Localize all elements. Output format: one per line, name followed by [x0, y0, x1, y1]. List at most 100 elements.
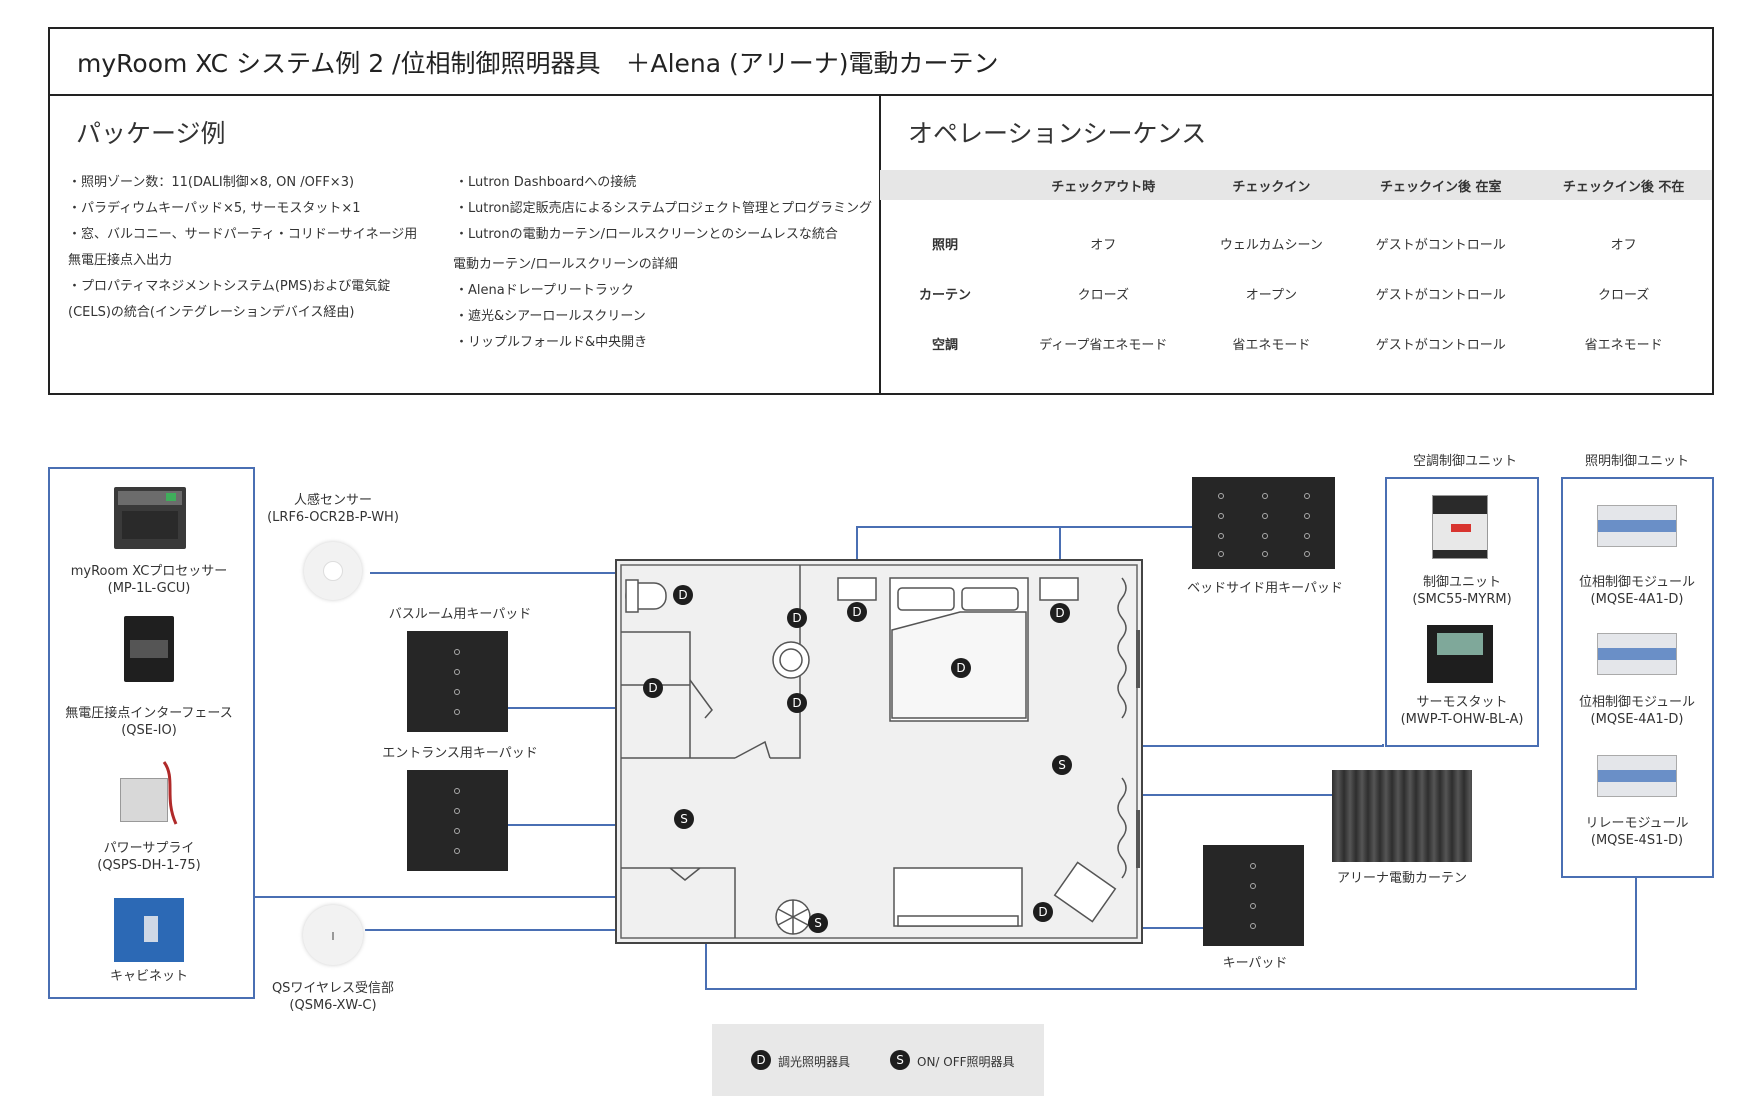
pillow-right: [961, 587, 1019, 611]
table-cell: クローズ: [1597, 287, 1650, 303]
table-row: 照明 オフ ウェルカムシーン ゲストがコントロール オフ: [880, 200, 1712, 268]
sensor-icon: [304, 542, 362, 600]
control-unit-image: [1432, 495, 1488, 559]
entrance-keypad-label: エントランス用キーパッド: [382, 746, 538, 761]
bath-keypad-label: バスルーム用キーパッド: [388, 607, 532, 622]
keypad-button-icon: [1250, 903, 1256, 909]
processor-image: [114, 487, 186, 549]
keypad-button-icon: [1262, 513, 1268, 519]
sofa-seat: [897, 915, 1019, 927]
switch-badge: S: [808, 913, 828, 933]
closet-wall: [621, 867, 736, 938]
dimmer-badge: D: [673, 585, 693, 605]
keypad-button-icon: [454, 689, 460, 695]
entrance-door: [734, 740, 771, 759]
phase-module-1-image: [1597, 505, 1677, 547]
wireless-model: (QSM6-XW-C): [289, 998, 377, 1013]
table-cell: オフ: [1610, 237, 1637, 253]
fan-blades: [777, 900, 809, 934]
keypad-button-icon: [454, 808, 460, 814]
wireless-receiver-icon: [303, 905, 363, 965]
detail-title: 電動カーテン/ロールスクリーンの詳細: [453, 257, 678, 272]
list-item: (CELS)の統合(インテグレーションデバイス経由): [68, 305, 355, 320]
nightstand-right: [1039, 577, 1079, 601]
wire-bedside: [856, 526, 1061, 588]
table-row-header: 空調: [931, 337, 958, 353]
hvac-group-box: [1385, 477, 1539, 747]
keypad-button-icon: [454, 709, 460, 715]
operation-title: オペレーションシーケンス: [908, 119, 1207, 148]
keypad-button-icon: [1250, 863, 1256, 869]
table-cell: ウェルカムシーン: [1219, 237, 1323, 253]
curtain-label: アリーナ電動カーテン: [1336, 871, 1468, 886]
keypad-button-icon: [1304, 551, 1310, 557]
window-left: [1136, 630, 1140, 688]
table-cell: ゲストがコントロール: [1375, 287, 1506, 303]
power-model: (QSPS-DH-1-75): [97, 858, 201, 873]
wire-lighting: [705, 878, 1637, 990]
relay-module-image: [1597, 755, 1677, 797]
table-row: 空調 ディープ省エネモード 省エネモード ゲストがコントロール 省エネモード: [880, 318, 1712, 368]
dimmer-badge: D: [951, 658, 971, 678]
switch-badge: S: [674, 809, 694, 829]
table-header-cell: チェックイン後 不在: [1535, 170, 1712, 200]
interface-image: [124, 616, 174, 682]
dimmer-badge: D: [787, 693, 807, 713]
curtain-wave-upper: [1117, 577, 1127, 719]
processor-label: myRoom XCプロセッサー (MP-1L-GCU): [71, 563, 228, 597]
floor-plan: [615, 559, 1143, 944]
room-inner: [620, 564, 1138, 939]
keypad-button-icon: [454, 788, 460, 794]
table-header-cell: チェックイン後 在室: [1346, 170, 1536, 200]
table-cell: 省エネモード: [1584, 337, 1663, 353]
legend-dimmer-label: 調光照明器具: [778, 1055, 851, 1069]
processor-model: (MP-1L-GCU): [107, 581, 191, 596]
table-cell: ゲストがコントロール: [1375, 237, 1506, 253]
operation-table: チェックアウト時 チェックイン チェックイン後 在室 チェックイン後 不在 照明…: [880, 170, 1712, 368]
switch-badge: S: [1052, 755, 1072, 775]
hvac-group-title: 空調制御ユニット: [1412, 454, 1518, 469]
sensor-model: (LRF6-OCR2B-P-WH): [267, 510, 399, 525]
phase-module-2-name: 位相制御モジュール: [1578, 695, 1696, 710]
package-title: パッケージ例: [76, 119, 226, 148]
table-header-cell: [880, 170, 1010, 200]
controller-group-box: [48, 467, 255, 999]
list-item: 無電圧接点入出力: [68, 253, 173, 268]
dimmer-badge: D: [1033, 902, 1053, 922]
cabinet-label: キャビネット: [109, 969, 189, 984]
curtain-wave-lower: [1117, 777, 1127, 879]
curtain-image: [1332, 770, 1472, 862]
keypad-button-icon: [1304, 533, 1310, 539]
cabinet-image: [114, 898, 184, 962]
control-unit-model: (SMC55-MYRM): [1412, 592, 1512, 607]
list-item: ・窓、バルコニー、サードパーティ・コリドーサイネージ用: [68, 227, 418, 242]
table-cell: オフ: [1090, 237, 1117, 253]
wireless-label: QSワイヤレス受信部 (QSM6-XW-C): [272, 980, 394, 1014]
processor-name: myRoom XCプロセッサー: [70, 564, 228, 579]
lighting-group-title: 照明制御ユニット: [1584, 454, 1690, 469]
power-name: パワーサプライ: [103, 841, 195, 856]
panel-divider: [879, 95, 881, 395]
table-cell: 省エネモード: [1232, 337, 1311, 353]
bedside-keypad: [1192, 477, 1335, 569]
relay-module-model: (MQSE-4S1-D): [1590, 833, 1684, 848]
keypad-button-icon: [1218, 513, 1224, 519]
legend-dimmer-badge: D: [751, 1050, 771, 1070]
bath-keypad: [407, 631, 508, 732]
lighting-group-box: [1561, 477, 1714, 878]
table-row: カーテン クローズ オープン ゲストがコントロール クローズ: [880, 268, 1712, 318]
toilet-tank: [625, 579, 639, 613]
thermostat-model: (MWP-T-OHW-BL-A): [1400, 712, 1524, 727]
thermostat-image: [1427, 625, 1493, 683]
control-unit-name: 制御ユニット: [1422, 575, 1502, 590]
nightstand-left: [837, 577, 877, 601]
bath-door: [689, 679, 713, 719]
relay-module-name: リレーモジュール: [1585, 816, 1689, 831]
phase-module-2-label: 位相制御モジュール (MQSE-4A1-D): [1579, 694, 1695, 728]
keypad-button-icon: [454, 669, 460, 675]
keypad-button-icon: [1262, 533, 1268, 539]
interface-label: 無電圧接点インターフェース (QSE-IO): [65, 705, 233, 739]
bathroom-wall: [621, 565, 801, 759]
list-item: ・照明ゾーン数：11(DALI制御×8, ON /OFF×3): [68, 175, 355, 190]
